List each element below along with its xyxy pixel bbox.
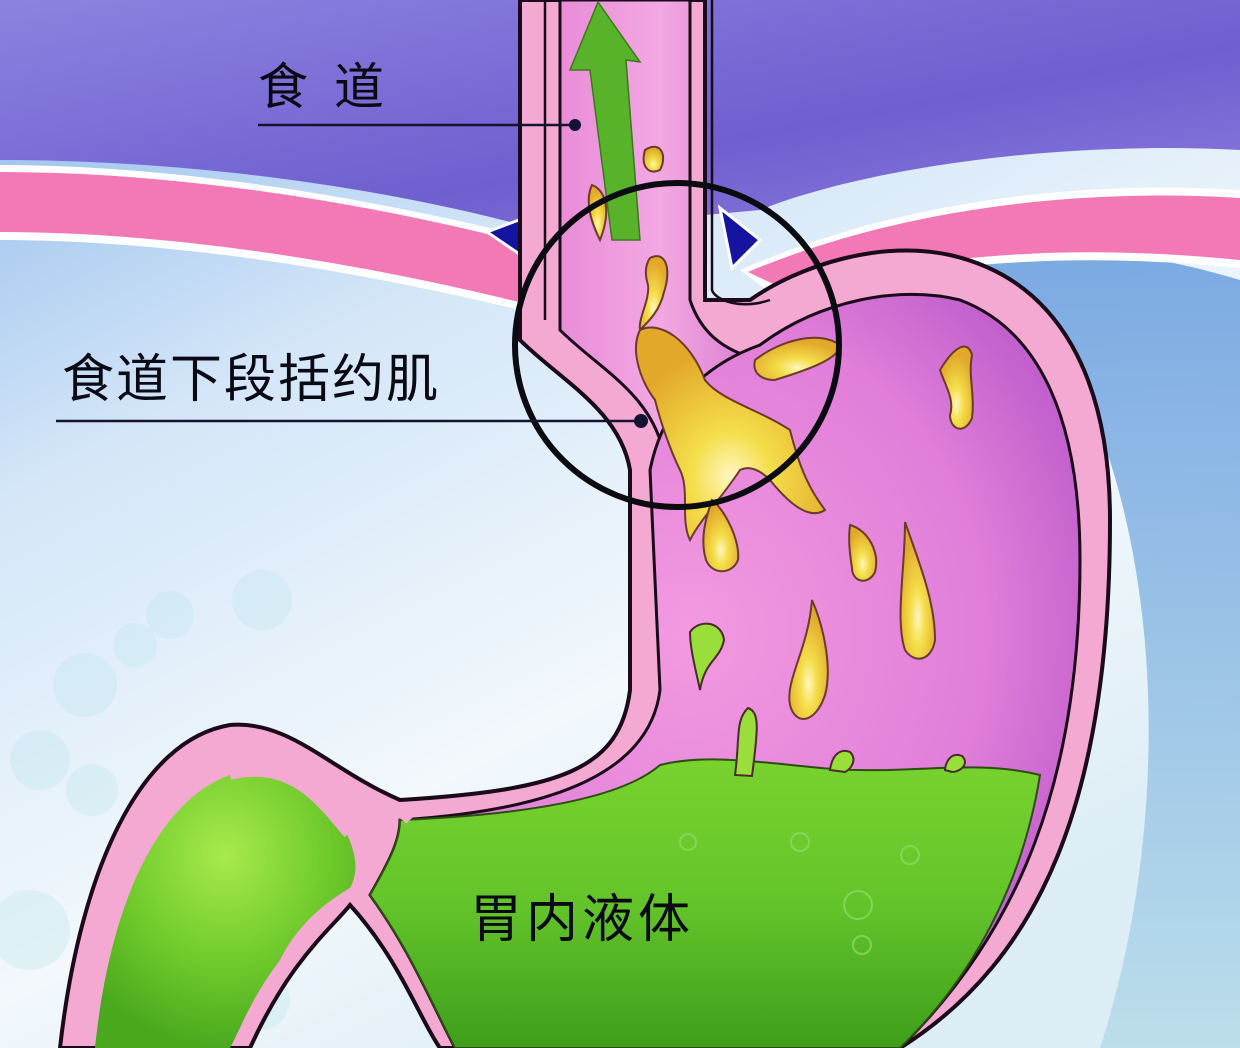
fluid-splashes [688, 622, 966, 778]
label-lower-esophageal-sphincter: 食道下段括约肌 [62, 350, 441, 410]
gastric-fluid [368, 758, 1042, 1048]
diaphragm-left [0, 172, 535, 306]
label-esophagus: 食道 [258, 58, 410, 116]
label-gastric-fluid: 胃内液体 [470, 890, 695, 950]
sphincter-highlight-circle [512, 180, 842, 510]
pyloric-fluid [95, 771, 356, 1048]
reflux-arrow-icon [568, 0, 642, 241]
acid-droplets [587, 145, 974, 720]
